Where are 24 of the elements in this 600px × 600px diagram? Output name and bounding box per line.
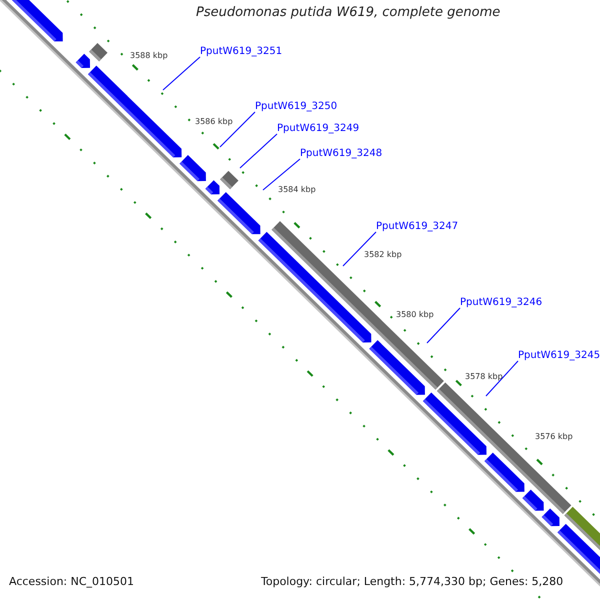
gene-label: PputW619_3246 — [460, 298, 542, 308]
gene-label: PputW619_3250 — [255, 102, 338, 112]
gene-label: PputW619_3245 — [518, 351, 600, 361]
leader-line — [262, 158, 300, 190]
scale-label: 3584 kbp — [278, 186, 316, 194]
leader-line — [220, 112, 256, 148]
leader-line — [240, 134, 278, 168]
genome-info-text: Topology: circular; Length: 5,774,330 bp; Genes: 5,280 — [261, 576, 564, 587]
gene-label: PputW619_3251 — [200, 47, 282, 57]
leader-line — [342, 232, 376, 266]
scale-label: 3582 kbp — [364, 251, 402, 259]
scale-label: 3586 kbp — [195, 118, 233, 126]
leader-line — [426, 308, 460, 344]
title: Pseudomonas putida W619, complete genome — [196, 6, 500, 19]
leader-line — [162, 56, 200, 90]
accession-text: Accession: NC_010501 — [9, 576, 134, 587]
leader-line — [486, 360, 518, 396]
scale-label: 3578 kbp — [465, 373, 503, 381]
gene-label: PputW619_3248 — [300, 149, 382, 159]
scale-label: 3576 kbp — [535, 433, 573, 441]
scale-label: 3588 kbp — [130, 52, 168, 60]
gene-label: PputW619_3249 — [277, 124, 360, 134]
gene-label: PputW619_3247 — [376, 222, 458, 232]
scale-label: 3580 kbp — [396, 311, 434, 319]
